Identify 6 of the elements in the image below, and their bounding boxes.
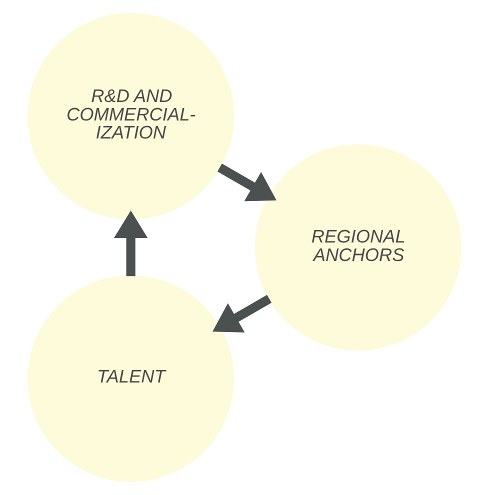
node-circle: R&D AND COMMERCIAL- IZATION [27,12,234,220]
node-circle: TALENT [27,276,234,482]
arrow [216,164,276,202]
arrow [212,294,272,332]
arrow [113,210,148,276]
node-circle: REGIONAL ANCHORS [254,144,461,351]
